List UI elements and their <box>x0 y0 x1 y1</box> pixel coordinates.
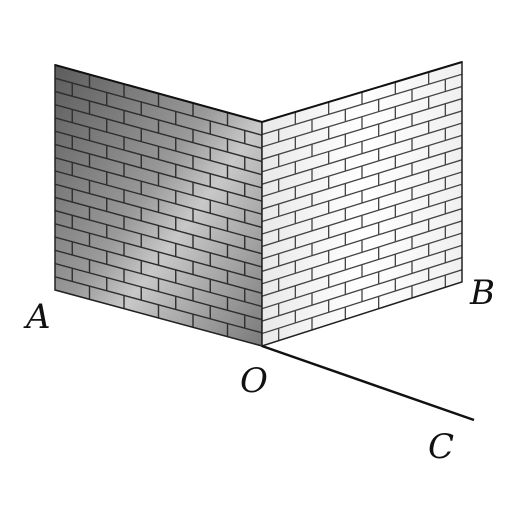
mortar-course <box>55 104 262 163</box>
label-o: O <box>240 361 268 401</box>
wall-top-edge <box>54 61 463 124</box>
ray-oc <box>261 344 475 422</box>
mortar-course <box>262 171 462 235</box>
label-a: A <box>23 297 51 337</box>
label-b: B <box>469 273 495 313</box>
mortar-course <box>262 98 462 160</box>
mortar-course <box>55 209 262 268</box>
mortar-course <box>55 156 262 215</box>
mortar-course <box>262 195 462 260</box>
mortar-course <box>262 220 462 285</box>
mortar-course <box>262 122 462 185</box>
right-wall <box>261 60 463 348</box>
mortar-course <box>262 73 462 136</box>
mortar-course <box>262 269 462 335</box>
left-wall <box>54 64 263 347</box>
mortar-course <box>55 183 262 242</box>
mortar-course <box>262 244 462 310</box>
mortar-course <box>262 146 462 210</box>
mortar-course <box>55 130 262 189</box>
label-c: C <box>428 427 454 467</box>
mortar-course <box>55 236 262 294</box>
mortar-course <box>55 262 262 321</box>
mortar-course <box>55 77 262 136</box>
